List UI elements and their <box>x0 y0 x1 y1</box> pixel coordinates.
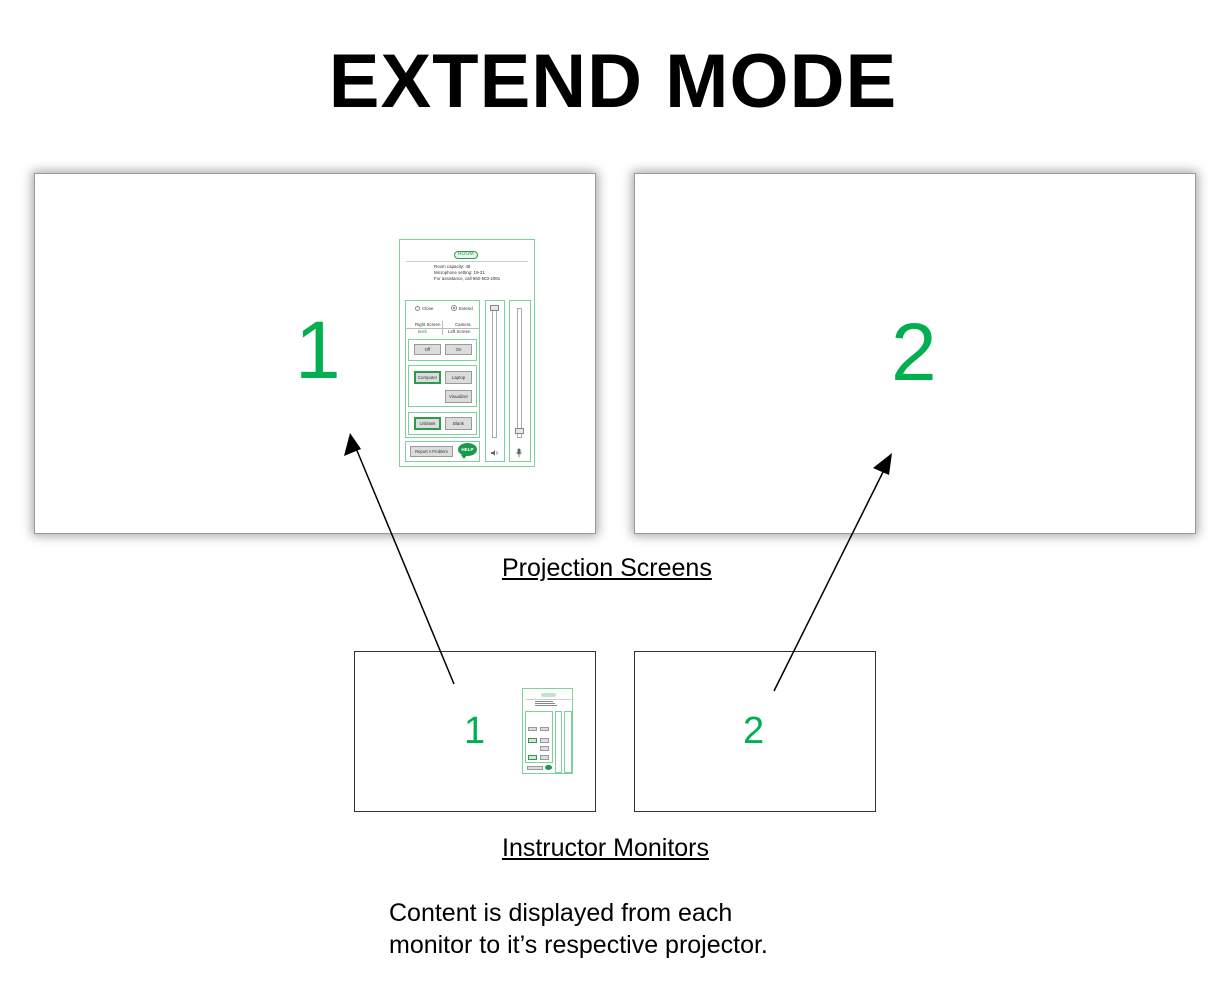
off-button[interactable]: Off <box>414 344 441 355</box>
instructor-monitor-1: 1 <box>354 651 596 812</box>
projection-screen-1-number: 1 <box>295 305 341 396</box>
description-line-2: monitor to it’s respective projector. <box>389 931 768 959</box>
tab-both[interactable]: Both <box>418 329 428 334</box>
page-title: EXTEND MODE <box>328 39 898 124</box>
instructor-monitors-caption: Instructor Monitors <box>502 834 710 862</box>
projection-screens-caption: Projection Screens <box>502 554 712 582</box>
projection-screen-2-number: 2 <box>891 307 937 398</box>
microphone-icon[interactable] <box>515 448 523 458</box>
mic-slider-track[interactable] <box>517 308 522 438</box>
tab-camera[interactable]: Camera <box>455 322 471 327</box>
projection-screen-2: 2 <box>634 173 1196 534</box>
mic-slider-knob[interactable] <box>515 428 524 434</box>
computer-button[interactable]: Computer <box>414 371 441 384</box>
panel-logo: ROOM <box>454 251 478 259</box>
extend-radio[interactable] <box>451 305 457 311</box>
tab-right-screen[interactable]: Right Screen <box>415 322 441 327</box>
clone-label: Clone <box>422 306 434 311</box>
mic-slider-box <box>509 300 531 462</box>
extend-label: Extend <box>459 306 473 311</box>
panel-info-line: Microphone setting: 19-21 <box>434 270 485 275</box>
tab-left-screen[interactable]: Left Screen <box>448 329 471 334</box>
visualizer-button[interactable]: Visualizer <box>445 390 472 403</box>
panel-info-line: For assistance, call 960-503-2081 <box>434 276 501 281</box>
description: Content is displayed from each monitor t… <box>389 897 768 961</box>
laptop-button[interactable]: Laptop <box>445 371 472 384</box>
arrow-monitor-1-to-screen-1 <box>344 433 455 685</box>
mini-control-panel <box>522 688 573 774</box>
report-problem-button[interactable]: Report A Problem <box>410 446 453 457</box>
blank-box <box>408 412 477 435</box>
clone-radio[interactable] <box>415 306 420 311</box>
volume-slider-knob[interactable] <box>490 305 499 311</box>
instructor-monitor-2-number: 2 <box>743 710 765 752</box>
instructor-monitor-1-number: 1 <box>464 710 486 752</box>
unblank-button[interactable]: Unblank <box>414 417 441 430</box>
volume-slider-box <box>485 300 505 462</box>
arrow-monitor-2-to-screen-2 <box>773 453 892 692</box>
control-panel: ROOM Room capacity: 48 Microphone settin… <box>399 239 535 467</box>
projection-screen-1: 1 ROOM Room capacity: 48 Microphone sett… <box>34 173 596 534</box>
blank-button[interactable]: Blank <box>445 417 472 430</box>
panel-info-line: Room capacity: 48 <box>434 264 471 269</box>
instructor-monitor-2: 2 <box>634 651 876 812</box>
help-button[interactable]: HELP <box>458 443 477 459</box>
power-box <box>408 339 477 361</box>
speaker-icon[interactable] <box>490 449 500 457</box>
panel-controls-box <box>405 300 480 438</box>
report-box <box>405 441 480 462</box>
on-button[interactable]: On <box>445 344 472 355</box>
description-line-1: Content is displayed from each <box>389 899 733 927</box>
source-box <box>408 365 477 407</box>
